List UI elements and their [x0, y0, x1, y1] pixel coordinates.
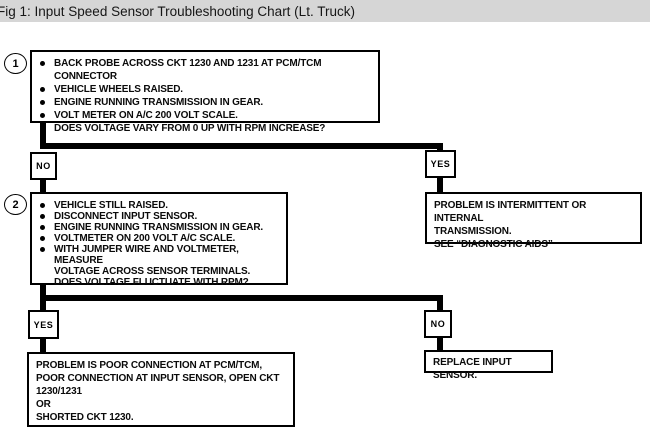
connector-step1-down	[40, 122, 46, 149]
bullet-icon	[40, 61, 45, 66]
bullet-icon	[40, 236, 45, 241]
step-1-number: 1	[12, 57, 19, 70]
step-1-marker: 1	[4, 53, 27, 74]
checklist-item: VOLT METER ON A/C 200 VOLT SCALE.	[37, 109, 374, 122]
connector-branch1-yes-drop	[437, 143, 443, 153]
checklist-item-text: DOES VOLTAGE VARY FROM 0 UP WITH RPM INC…	[54, 123, 326, 134]
step-2-box: VEHICLE STILL RAISED. DISCONNECT INPUT S…	[30, 192, 288, 288]
branch2-yes-label: YES	[33, 319, 54, 330]
branch1-yes-box: YES	[425, 150, 456, 178]
bullet-icon	[40, 100, 45, 105]
step-2-marker: 2	[4, 194, 27, 215]
checklist-item: ENGINE RUNNING TRANSMISSION IN GEAR.	[37, 222, 282, 233]
connector-branch2-no-drop	[437, 295, 443, 312]
checklist-item: WITH JUMPER WIRE AND VOLTMETER, MEASURE …	[37, 244, 282, 288]
figure-title-bar: Fig 1: Input Speed Sensor Troubleshootin…	[0, 0, 650, 22]
intermittent-result-text: PROBLEM IS INTERMITTENT OR INTERNAL TRAN…	[434, 200, 587, 250]
branch2-no-box: NO	[424, 310, 452, 338]
bullet-icon	[40, 113, 45, 118]
checklist-item: ENGINE RUNNING TRANSMISSION IN GEAR.	[37, 96, 374, 109]
poor-connection-result-box: PROBLEM IS POOR CONNECTION AT PCM/TCM, P…	[27, 352, 295, 427]
branch2-no-label: NO	[430, 319, 446, 329]
checklist-item-text: BACK PROBE ACROSS CKT 1230 AND 1231 AT P…	[54, 58, 322, 82]
connector-no1-down	[40, 178, 46, 194]
checklist-item-text: DISCONNECT INPUT SENSOR.	[54, 211, 198, 222]
poor-connection-result-text: PROBLEM IS POOR CONNECTION AT PCM/TCM, P…	[36, 360, 280, 423]
checklist-item: VOLTMETER ON 200 VOLT A/C SCALE.	[37, 233, 282, 244]
connector-yes1-down	[437, 176, 443, 194]
intermittent-result-box: PROBLEM IS INTERMITTENT OR INTERNAL TRAN…	[425, 192, 642, 250]
checklist-item: VEHICLE STILL RAISED.	[37, 200, 282, 211]
checklist-item-text: VOLT METER ON A/C 200 VOLT SCALE.	[54, 110, 238, 121]
connector-branch2-yes-drop	[40, 295, 46, 312]
checklist-item: VEHICLE WHEELS RAISED.	[37, 83, 374, 96]
checklist-item-text: VEHICLE STILL RAISED.	[54, 200, 168, 211]
bullet-icon	[40, 87, 45, 92]
checklist-item-text: ENGINE RUNNING TRANSMISSION IN GEAR.	[54, 222, 264, 233]
bullet-icon	[40, 203, 45, 208]
replace-sensor-result-text: REPLACE INPUT SENSOR.	[433, 357, 512, 381]
branch1-no-box: NO	[30, 152, 57, 180]
bullet-icon	[40, 214, 45, 219]
branch1-yes-label: YES	[430, 159, 451, 169]
replace-sensor-result-box: REPLACE INPUT SENSOR.	[424, 350, 553, 381]
bullet-icon	[40, 225, 45, 230]
step-2-checklist: VEHICLE STILL RAISED. DISCONNECT INPUT S…	[37, 200, 282, 288]
connector-branch2-horizontal	[40, 295, 443, 301]
figure-title: Fig 1: Input Speed Sensor Troubleshootin…	[0, 3, 355, 19]
checklist-item: BACK PROBE ACROSS CKT 1230 AND 1231 AT P…	[37, 57, 374, 83]
checklist-item-text: ENGINE RUNNING TRANSMISSION IN GEAR.	[54, 97, 264, 108]
checklist-item-text: WITH JUMPER WIRE AND VOLTMETER, MEASURE …	[54, 244, 251, 288]
connector-step2-down	[40, 284, 46, 301]
branch2-yes-box: YES	[28, 310, 59, 339]
step-1-box: BACK PROBE ACROSS CKT 1230 AND 1231 AT P…	[30, 50, 380, 134]
connector-no2-down	[437, 336, 443, 351]
checklist-item: DISCONNECT INPUT SENSOR.	[37, 211, 282, 222]
step-1-checklist: BACK PROBE ACROSS CKT 1230 AND 1231 AT P…	[37, 57, 374, 135]
connector-branch1-horizontal	[40, 143, 443, 149]
step-2-number: 2	[12, 198, 19, 211]
checklist-item-text: VEHICLE WHEELS RAISED.	[54, 84, 183, 95]
checklist-item: DOES VOLTAGE VARY FROM 0 UP WITH RPM INC…	[37, 122, 374, 135]
checklist-item-text: VOLTMETER ON 200 VOLT A/C SCALE.	[54, 233, 236, 244]
branch1-no-label: NO	[36, 161, 51, 171]
bullet-icon	[40, 247, 45, 252]
connector-yes2-down	[40, 337, 46, 353]
